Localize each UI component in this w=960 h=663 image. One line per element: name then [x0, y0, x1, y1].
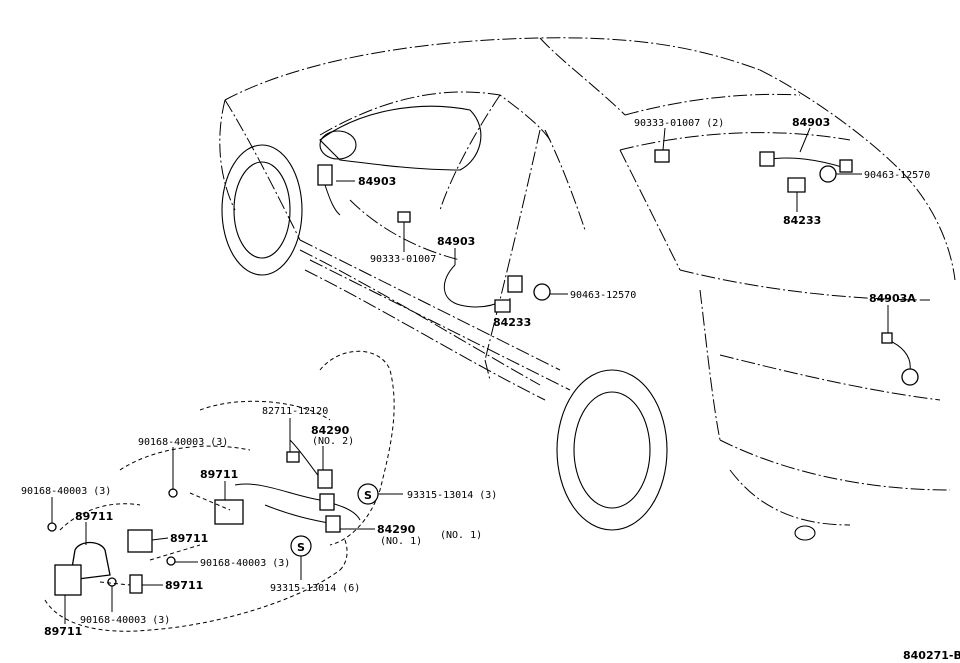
part-labels: 90333-01007 (2) 84903 90463-12570 84233 …: [21, 116, 960, 662]
label-89711-b: 89711: [75, 510, 113, 523]
label-84233-right: 84233: [783, 214, 821, 227]
label-90463-12570-mid: 90463-12570: [570, 290, 636, 301]
harness-84903-dash: [317, 164, 341, 216]
label-84903-top-right: 84903: [792, 116, 830, 129]
leader-lines: [51, 127, 889, 624]
label-no1-a: (NO. 1): [380, 536, 422, 547]
label-84903-middle: 84903: [437, 235, 475, 248]
label-84290-no1: 84290: [377, 523, 416, 536]
label-90168-40003-d: 90168-40003 (3): [80, 615, 170, 626]
svg-text:S: S: [297, 541, 305, 554]
clip-84233-right: [787, 177, 806, 193]
label-84290-no2: 84290: [311, 424, 350, 437]
seat-outline: [44, 350, 395, 632]
harness-84903A: [881, 332, 919, 386]
label-93315-13014-6: 93315-13014 (6): [270, 583, 360, 594]
label-90333-01007-2: 90333-01007 (2): [634, 118, 724, 129]
harness-84903-right: [759, 151, 853, 173]
grommet-90463-right: [819, 165, 837, 183]
label-no1-b: (NO. 1): [440, 530, 482, 541]
car-body-outline: [219, 37, 956, 541]
brackets-89711: [54, 499, 244, 596]
diagram-id: 840271-B: [903, 649, 960, 662]
grommet-90463-mid: [533, 283, 551, 301]
label-90168-40003-c: 90168-40003 (3): [200, 558, 290, 569]
seat-harness: [234, 439, 361, 533]
label-90168-40003-b: 90168-40003 (3): [21, 486, 111, 497]
s-symbol-upper: S: [357, 483, 379, 505]
label-93315-13014-3: 93315-13014 (3): [407, 490, 497, 501]
label-82711-12120: 82711-12120: [262, 406, 328, 417]
svg-text:S: S: [364, 489, 372, 502]
label-89711-e: 89711: [44, 625, 82, 638]
label-90333-01007: 90333-01007: [370, 254, 436, 265]
label-89711-a: 89711: [200, 468, 238, 481]
label-90463-12570-right: 90463-12570: [864, 170, 930, 181]
s-symbol-lower: S: [290, 535, 312, 557]
label-84903-dash: 84903: [358, 175, 396, 188]
label-89711-c: 89711: [170, 532, 208, 545]
label-no2: (NO. 2): [312, 436, 354, 447]
label-84903A: 84903A: [869, 292, 916, 305]
label-84233-mid: 84233: [493, 316, 531, 329]
clip-84233-mid: [494, 299, 511, 313]
label-90168-40003-a: 90168-40003 (3): [138, 437, 228, 448]
label-89711-d: 89711: [165, 579, 203, 592]
